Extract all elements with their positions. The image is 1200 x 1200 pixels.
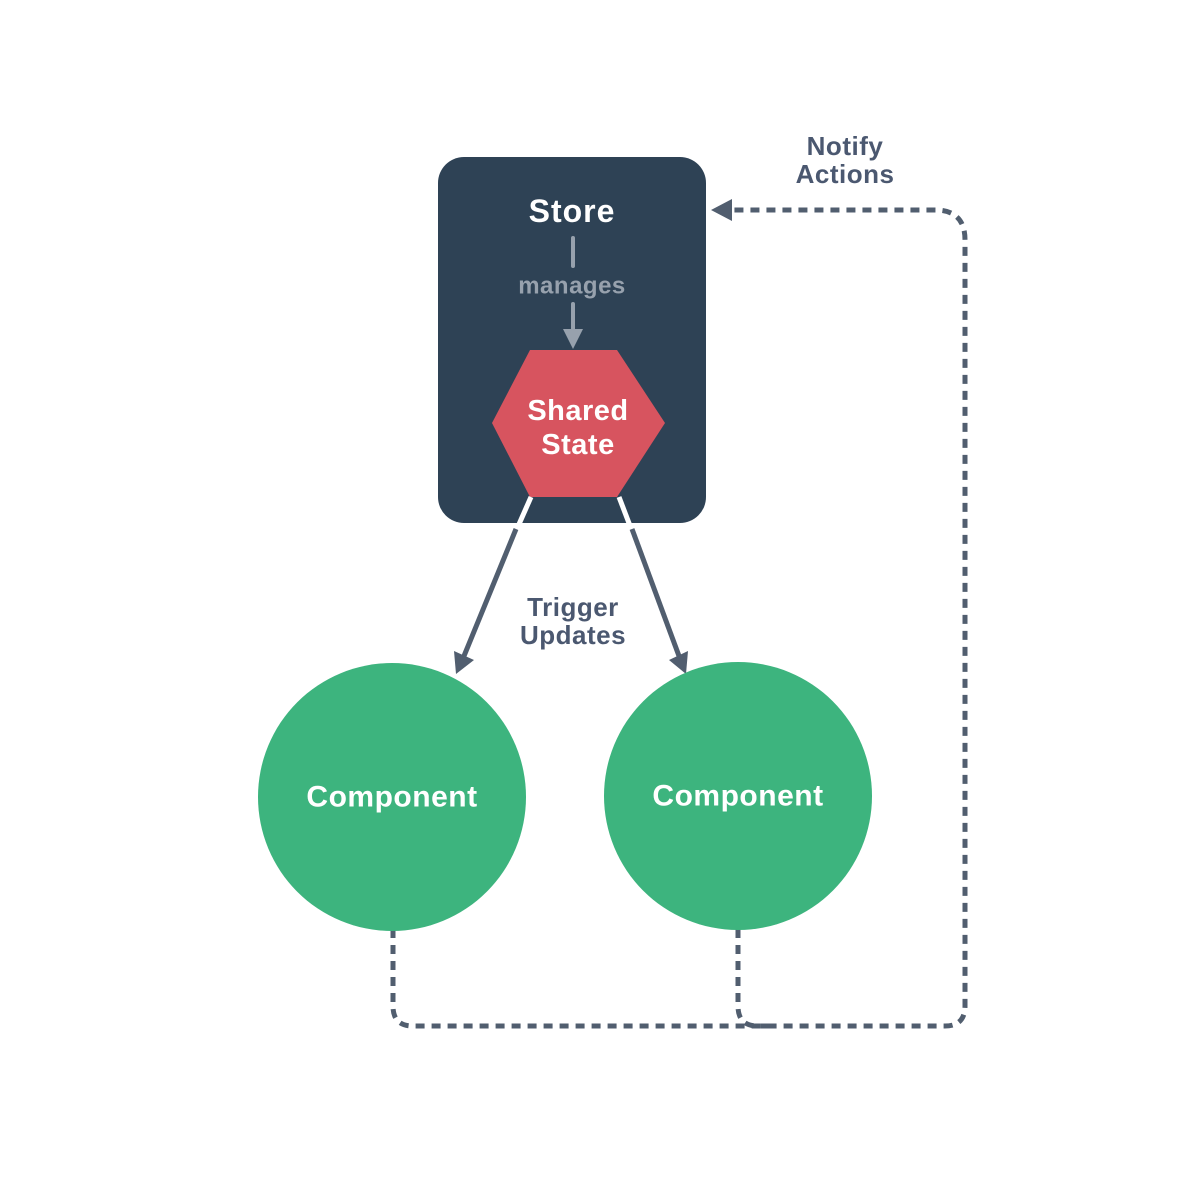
trigger-arrow-right-line (629, 528, 682, 657)
notify-actions-label-line2: Actions (796, 159, 895, 189)
trigger-arrow-left-line (461, 528, 519, 657)
component-circle-right (604, 662, 872, 930)
manages-arrowhead-icon (563, 329, 583, 349)
component-circle-left (258, 663, 526, 931)
trigger-updates-label-line1: Trigger (527, 592, 619, 622)
trigger-arrow-left-casing (513, 495, 534, 533)
notify-arrowhead-icon (711, 199, 732, 221)
shared-state-label-line1: Shared (527, 395, 628, 427)
trigger-arrow-right-casing (616, 496, 635, 532)
component-label-left: Component (306, 781, 477, 814)
trigger-updates-label-line2: Updates (520, 620, 626, 650)
component-label-right: Component (652, 780, 823, 813)
notify-dashed-path-main (390, 207, 968, 1029)
trigger-arrow-left-head-icon (454, 651, 474, 674)
shared-state-label-line2: State (541, 429, 614, 461)
shared-state-hexagon (492, 350, 665, 497)
manages-label: manages (518, 273, 626, 300)
notify-actions-label-line1: Notify (807, 131, 884, 161)
trigger-arrow-right-head-icon (669, 651, 688, 674)
store-title: Store (529, 193, 616, 229)
